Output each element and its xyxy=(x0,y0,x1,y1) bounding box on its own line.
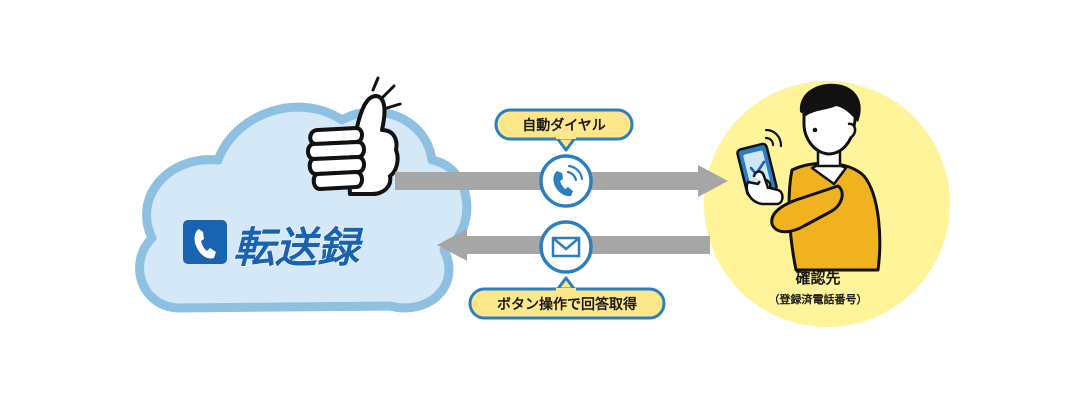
thumbs-up-icon xyxy=(306,76,402,196)
person-illustration xyxy=(736,83,882,272)
destination-subtitle: （登録済電話番号） xyxy=(769,292,868,306)
phone-call-icon xyxy=(539,154,593,208)
signal-waves-icon xyxy=(764,128,783,148)
mail-icon xyxy=(539,220,593,274)
cloud xyxy=(135,102,472,313)
incoming-label: ボタン操作で回答取得 xyxy=(497,296,637,313)
destination-title: 確認先 xyxy=(794,269,840,287)
phone-icon xyxy=(183,220,227,264)
incoming-label-badge: ボタン操作で回答取得 xyxy=(468,276,666,320)
brand-name: 転送録 xyxy=(233,223,364,272)
outgoing-label-badge: 自動ダイヤル xyxy=(494,108,634,152)
outgoing-label: 自動ダイヤル xyxy=(522,117,606,134)
